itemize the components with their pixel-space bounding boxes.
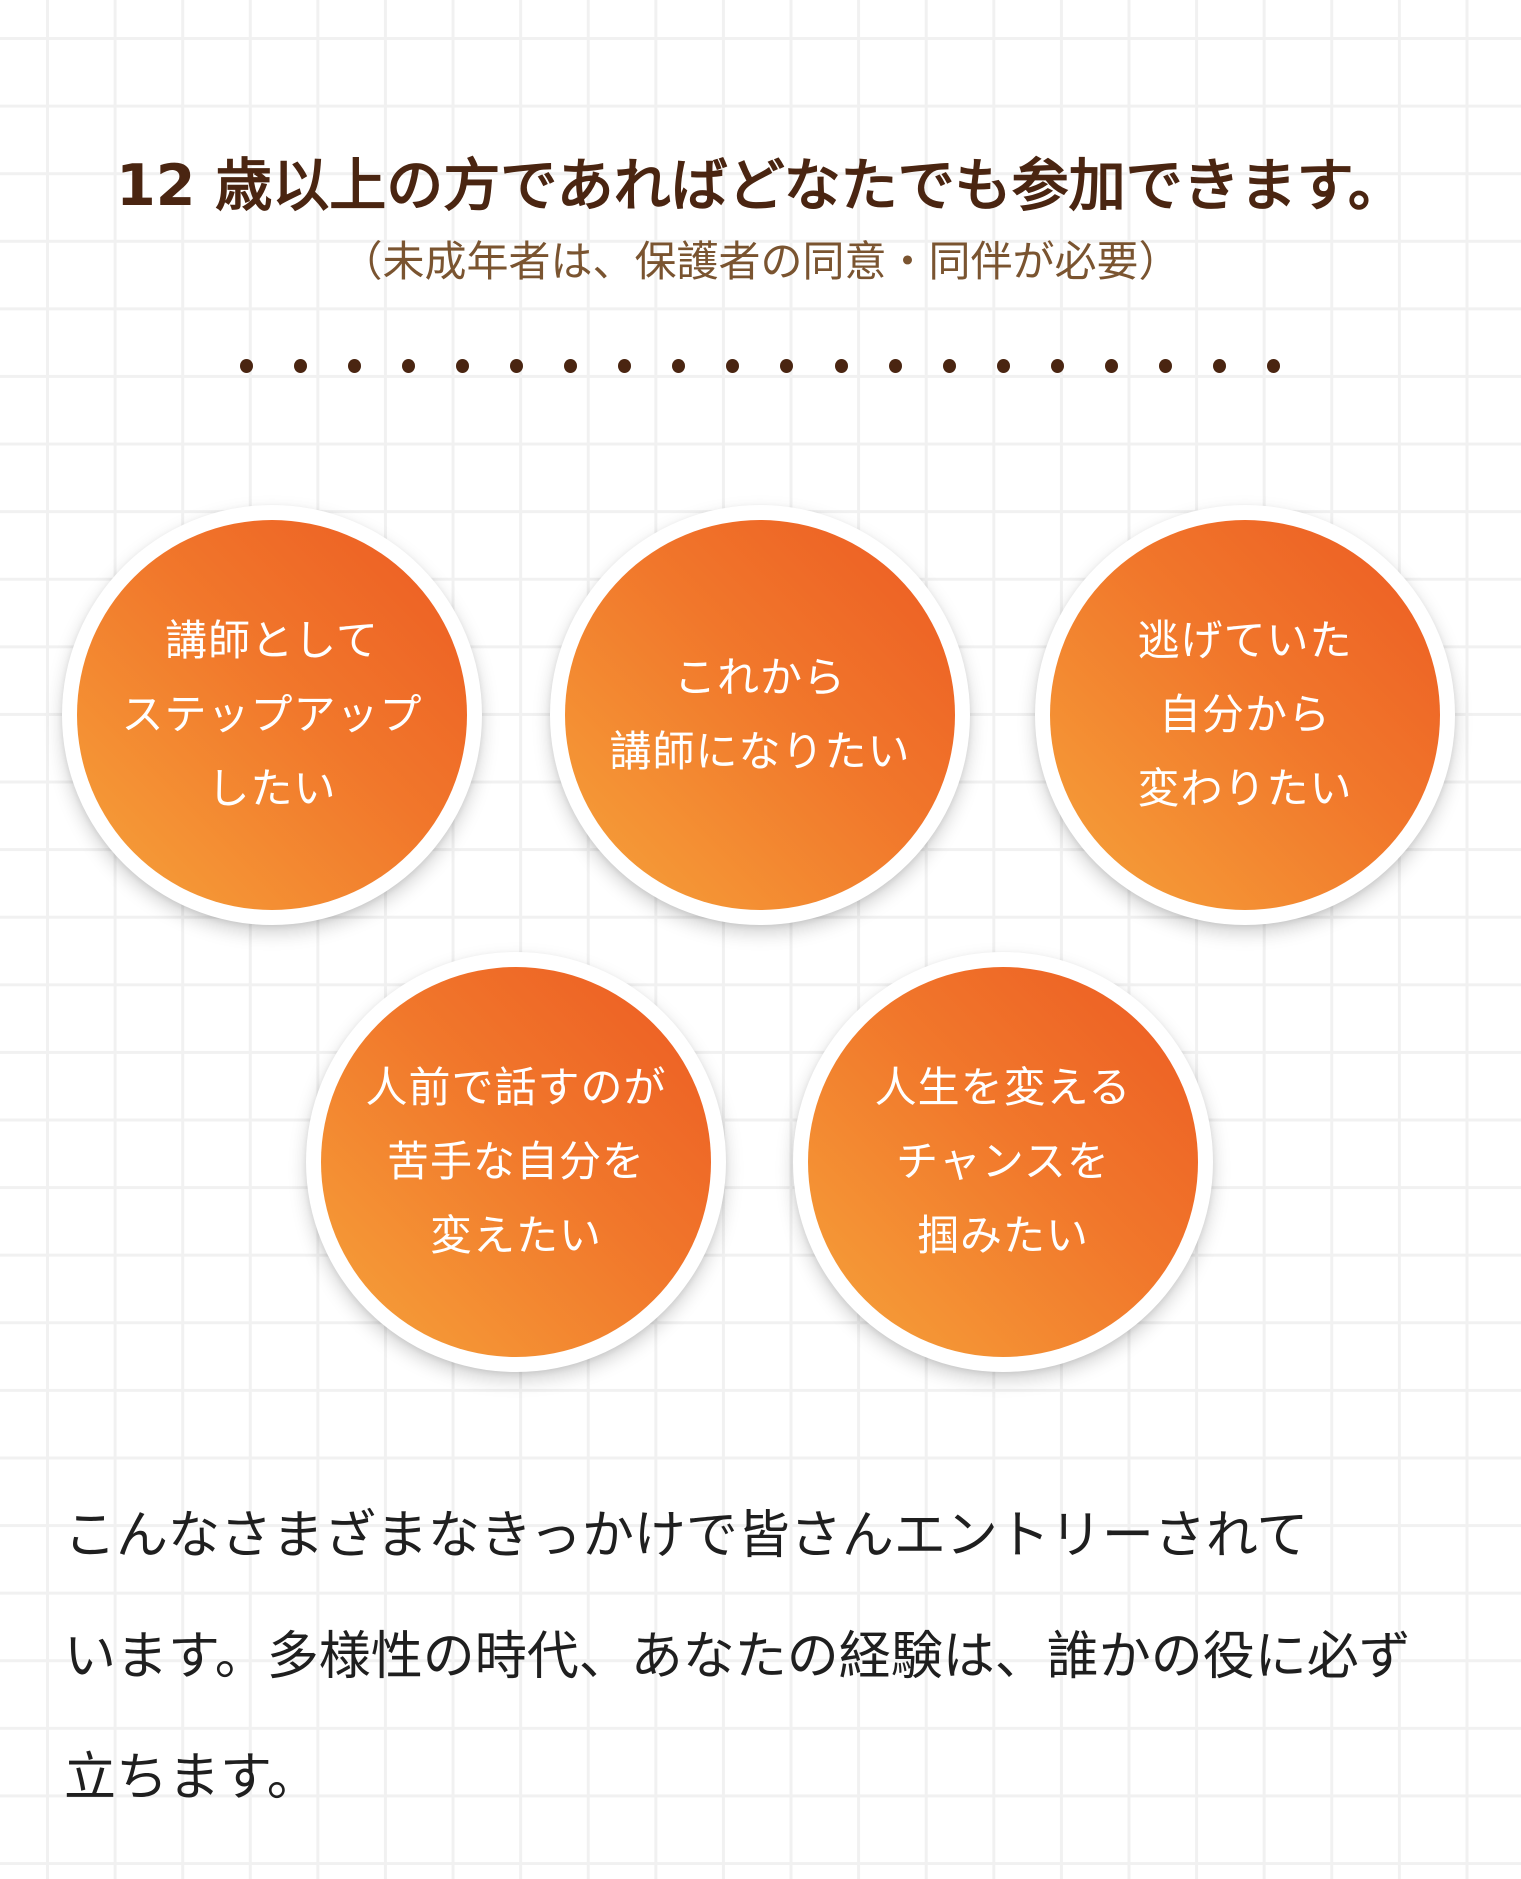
divider-dot [402, 359, 416, 373]
motivation-circle-fill: 講師として ステップアップ したい [77, 520, 467, 910]
motivation-circle-public-speaking: 人前で話すのが 苦手な自分を 変えたい [306, 952, 726, 1372]
divider-dot [618, 359, 632, 373]
guardian-consent-note: （未成年者は、保護者の同意・同伴が必要） [340, 237, 1181, 286]
divider-dot [1212, 359, 1226, 373]
divider-dot [888, 359, 902, 373]
divider-dot [672, 359, 686, 373]
divider-dot [294, 359, 308, 373]
motivation-circle-become-lecturer: これから 講師になりたい [550, 505, 970, 925]
divider-dot [1158, 359, 1172, 373]
page-headline: 12 歳以上の方であればどなたでも参加できます。 [116, 153, 1405, 220]
motivation-circle-step-up: 講師として ステップアップ したい [62, 505, 482, 925]
divider-dot [348, 359, 362, 373]
motivation-circle-life-chance: 人生を変える チャンスを 掴みたい [793, 952, 1213, 1372]
divider-dot [834, 359, 848, 373]
motivation-text: 講師として ステップアップ したい [121, 616, 423, 813]
motivation-text: 人生を変える チャンスを 掴みたい [874, 1063, 1132, 1260]
divider-dot [1104, 359, 1118, 373]
motivation-text: 逃げていた 自分から 変わりたい [1137, 616, 1353, 813]
divider-dot [1050, 359, 1064, 373]
motivation-text: これから 講師になりたい [609, 653, 911, 776]
divider-dot [780, 359, 794, 373]
divider-dot [240, 359, 253, 373]
motivation-circle-fill: 人生を変える チャンスを 掴みたい [808, 967, 1198, 1357]
closing-paragraph: こんなさまざまなきっかけで皆さんエントリーされて います。多様性の時代、あなたの… [64, 1506, 1411, 1808]
motivation-circle-change-self: 逃げていた 自分から 変わりたい [1035, 505, 1455, 925]
dotted-divider [240, 359, 1280, 373]
divider-dot [996, 359, 1010, 373]
motivation-text: 人前で話すのが 苦手な自分を 変えたい [365, 1063, 667, 1260]
divider-dot [510, 359, 524, 373]
divider-dot [942, 359, 956, 373]
motivation-circle-fill: 逃げていた 自分から 変わりたい [1050, 520, 1440, 910]
divider-dot [1266, 359, 1280, 373]
divider-dot [726, 359, 740, 373]
divider-dot [564, 359, 578, 373]
motivation-circle-fill: 人前で話すのが 苦手な自分を 変えたい [321, 967, 711, 1357]
divider-dot [456, 359, 470, 373]
motivation-circle-fill: これから 講師になりたい [565, 520, 955, 910]
